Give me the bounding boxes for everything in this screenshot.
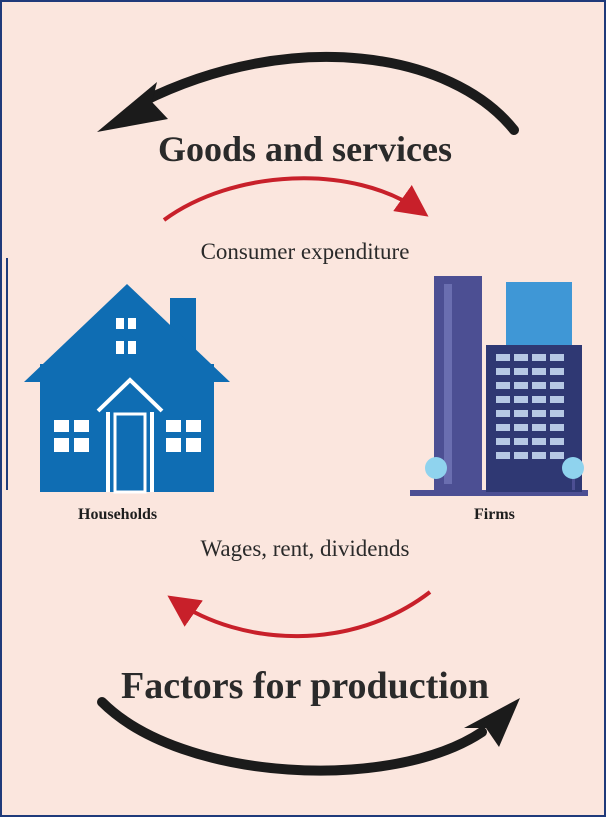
firms-buildings-icon — [410, 276, 588, 496]
factors-for-production-label: Factors for production — [120, 665, 489, 707]
factors-flow-arrow — [97, 697, 487, 776]
left-edge-line — [6, 258, 8, 490]
goods-flow-arrow — [137, 51, 519, 135]
firms-label: Firms — [474, 506, 515, 523]
factors-flow-arrowhead — [464, 698, 520, 747]
consumer-flow-arrow — [162, 176, 429, 222]
households-house-icon — [24, 284, 230, 494]
consumer-expenditure-label: Consumer expenditure — [200, 239, 410, 264]
wages-flow-arrow — [167, 590, 432, 639]
goods-and-services-label: Goods and services — [157, 129, 452, 169]
goods-flow-arrowhead — [97, 82, 168, 132]
households-label: Households — [78, 506, 158, 523]
wages-rent-dividends-label: Wages, rent, dividends — [200, 536, 410, 561]
